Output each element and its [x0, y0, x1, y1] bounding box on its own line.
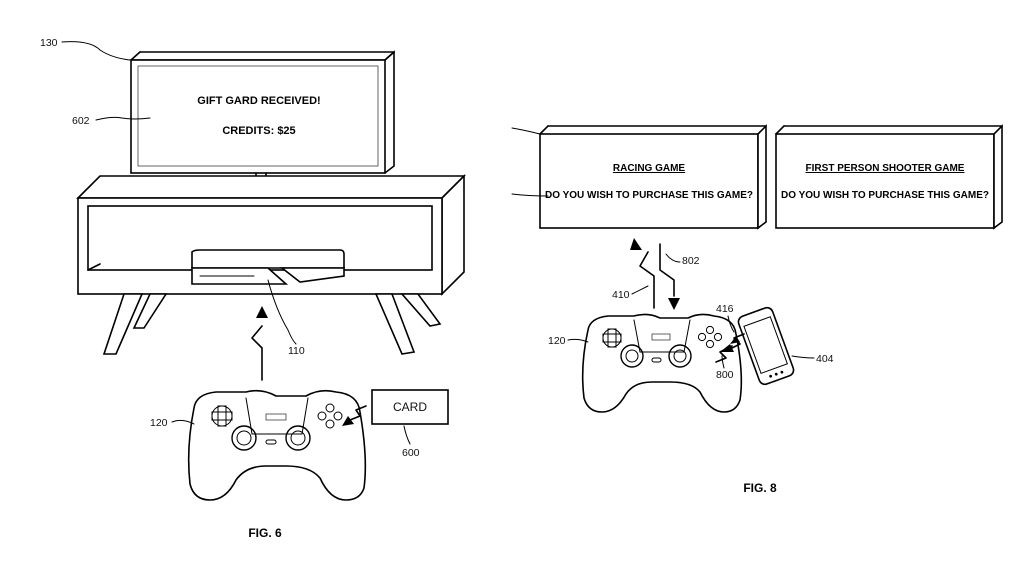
ref-130: 130: [40, 37, 58, 49]
game-console: [191, 249, 345, 285]
television: [130, 50, 395, 197]
ref-416: 416: [716, 303, 734, 315]
ref-120-fig8: 120: [548, 335, 566, 347]
ref-410: 410: [612, 289, 630, 301]
ref-602: 602: [72, 115, 90, 127]
screen-shooter: [775, 124, 1003, 230]
downlink-arrow: [659, 243, 680, 310]
ref-800: 800: [716, 369, 734, 381]
ref-110: 110: [288, 345, 305, 357]
racing-question: DO YOU WISH TO PURCHASE THIS GAME?: [545, 190, 753, 201]
screen-racing: [539, 124, 767, 230]
gift-card: [371, 389, 449, 425]
controller: [187, 389, 367, 501]
uplink-arrow: [630, 238, 655, 309]
fig6-caption: FIG. 6: [248, 526, 282, 540]
fig8-caption: FIG. 8: [743, 481, 777, 495]
card-label: CARD: [393, 400, 427, 414]
tv-screen-line2: CREDITS: $25: [222, 125, 295, 137]
shooter-title: FIRST PERSON SHOOTER GAME: [806, 163, 965, 174]
controller-signal-arrow: [251, 306, 268, 381]
ref-802: 802: [682, 255, 700, 267]
shooter-question: DO YOU WISH TO PURCHASE THIS GAME?: [781, 190, 989, 201]
fig8-group: RACING GAME DO YOU WISH TO PURCHASE THIS…: [511, 124, 1003, 495]
ref-404: 404: [816, 353, 834, 365]
fig6-group: GIFT GARD RECEIVED! CREDITS: $25: [40, 37, 466, 540]
ref-120-fig6: 120: [150, 417, 168, 429]
smartphone: [737, 306, 795, 386]
card-signal-arrow: [342, 405, 367, 426]
racing-title: RACING GAME: [613, 163, 686, 174]
phone-link-arrows: [715, 333, 745, 363]
tv-screen-line1: GIFT GARD RECEIVED!: [197, 95, 320, 107]
ref-600: 600: [402, 447, 420, 459]
controller-fig8: [581, 313, 743, 413]
